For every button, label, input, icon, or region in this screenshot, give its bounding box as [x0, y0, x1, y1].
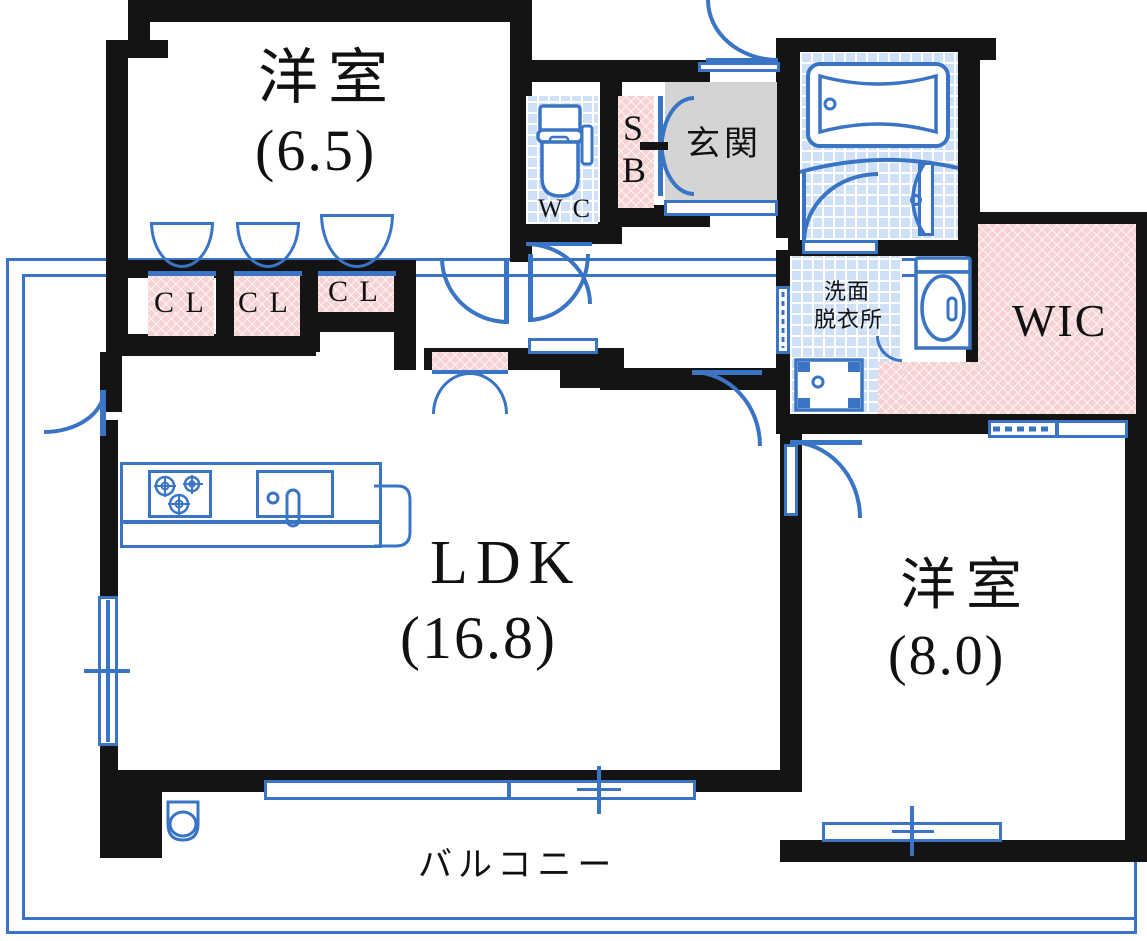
wall-bedroom-east-bottom: [780, 840, 1125, 862]
wic-label: WIC: [1012, 295, 1108, 346]
wall-ldk-left-mid: [100, 420, 118, 600]
bath-basin-oval: [910, 163, 926, 235]
wall-north-step: [128, 40, 168, 58]
entrance-threshold: [698, 62, 780, 72]
wic-floor-ext: [880, 362, 1136, 414]
gas-stove: [148, 470, 212, 518]
closet-1-door-line: [148, 271, 216, 276]
gas-stove-burners-icon: [154, 475, 203, 515]
wall-bath-left: [788, 38, 802, 250]
washroom-cabinet-dashes-icon: [781, 292, 785, 348]
corridor-closet-floor: [432, 352, 508, 372]
washroom-label-line1: 洗面: [824, 280, 871, 305]
wall-ldk-right: [780, 368, 802, 792]
wall-wc-bottom: [510, 222, 622, 244]
wic-floor-neck: [878, 362, 904, 414]
kitchen-counter-round-edge: [374, 484, 412, 548]
wall-sb-left: [600, 82, 622, 212]
bedroom-east-door-leaf: [790, 440, 862, 445]
wic-sliding-door-right: [1056, 420, 1128, 438]
closet-2-door-head: [236, 222, 300, 225]
entrance-door-swing-icon: [706, 0, 778, 62]
wc-label: W C: [538, 194, 592, 223]
washroom-label-line2: 脱衣所: [814, 308, 884, 333]
closet-3-floor: [318, 276, 394, 312]
wall-cl-divider-1: [216, 260, 236, 352]
balcony-faucet: [166, 800, 200, 842]
bedroom-east-window-mark-h: [892, 830, 934, 833]
closet-2-floor: [234, 276, 300, 336]
bedroom-north-label: 洋室: [258, 43, 398, 113]
wall-corridor-top: [532, 60, 710, 82]
wall-washroom-bottom: [776, 412, 902, 434]
balcony-label: バルコニー: [418, 845, 618, 885]
bedroom-north-size: (6.5): [255, 118, 377, 183]
washing-machine: [914, 256, 972, 350]
bath-door-opening: [802, 240, 878, 254]
entrance-step-line: [664, 200, 778, 216]
entrance-door-leaf: [706, 58, 778, 63]
kitchen-faucet-icon: [266, 488, 301, 528]
closet-3-door-head: [320, 214, 394, 217]
ldk-window-bottom-left-pane: [264, 780, 510, 800]
entrance-label: 玄関: [686, 124, 762, 164]
shoebox-label-s: S: [623, 108, 644, 148]
bath-door-leaf: [802, 170, 806, 242]
wall-north-left-upper: [128, 0, 150, 48]
bedroom-east-door-jamb: [784, 444, 798, 516]
entrance-inner-door-stop: [640, 142, 668, 150]
shoebox-label-b: B: [622, 150, 647, 190]
bedroom-north-door-leaf: [504, 258, 509, 324]
corridor-door-leaf: [528, 254, 533, 322]
closet-3-door-line: [318, 271, 396, 276]
ldk-window-left-mark-h: [84, 669, 130, 673]
kitchen-counter-lower: [120, 520, 382, 548]
closet-2-door-line: [234, 271, 302, 276]
closet-1-floor: [148, 276, 214, 336]
bedroom-east-size: (8.0): [888, 625, 1006, 687]
washing-machine-pan: [794, 358, 864, 412]
closet-2-label: C L: [238, 286, 290, 319]
wic-sliding-door-dashes-icon: [993, 426, 1053, 432]
bath-counter: [799, 157, 959, 174]
closet-3-label: C L: [328, 275, 380, 308]
wall-ldk-bottom-step: [100, 770, 162, 858]
wall-cl-right-bottom: [300, 310, 416, 332]
bedroom-east-label: 洋室: [900, 553, 1032, 618]
wc-door-leaf: [526, 242, 592, 246]
ldk-side-door-leaf: [100, 390, 106, 436]
wall-cl-bottom: [106, 334, 316, 356]
washroom-door-entry-leaf: [692, 370, 762, 375]
kitchen-sink: [256, 470, 334, 518]
wall-bath-right: [958, 38, 980, 250]
closet-1-label: C L: [154, 286, 206, 319]
toilet: [536, 104, 594, 198]
corridor-closet-door-head: [432, 370, 508, 374]
corridor-sliding-door: [528, 338, 598, 354]
wall-north-left: [106, 40, 128, 350]
shoebox-floor: [618, 96, 654, 208]
ldk-label: LDK: [430, 529, 582, 597]
ldk-window-bottom-mark-h: [577, 788, 621, 791]
bathtub: [806, 62, 950, 148]
ldk-size: (16.8): [400, 605, 557, 671]
closet-1-door-head: [150, 222, 214, 225]
wall-north-top: [128, 0, 532, 22]
